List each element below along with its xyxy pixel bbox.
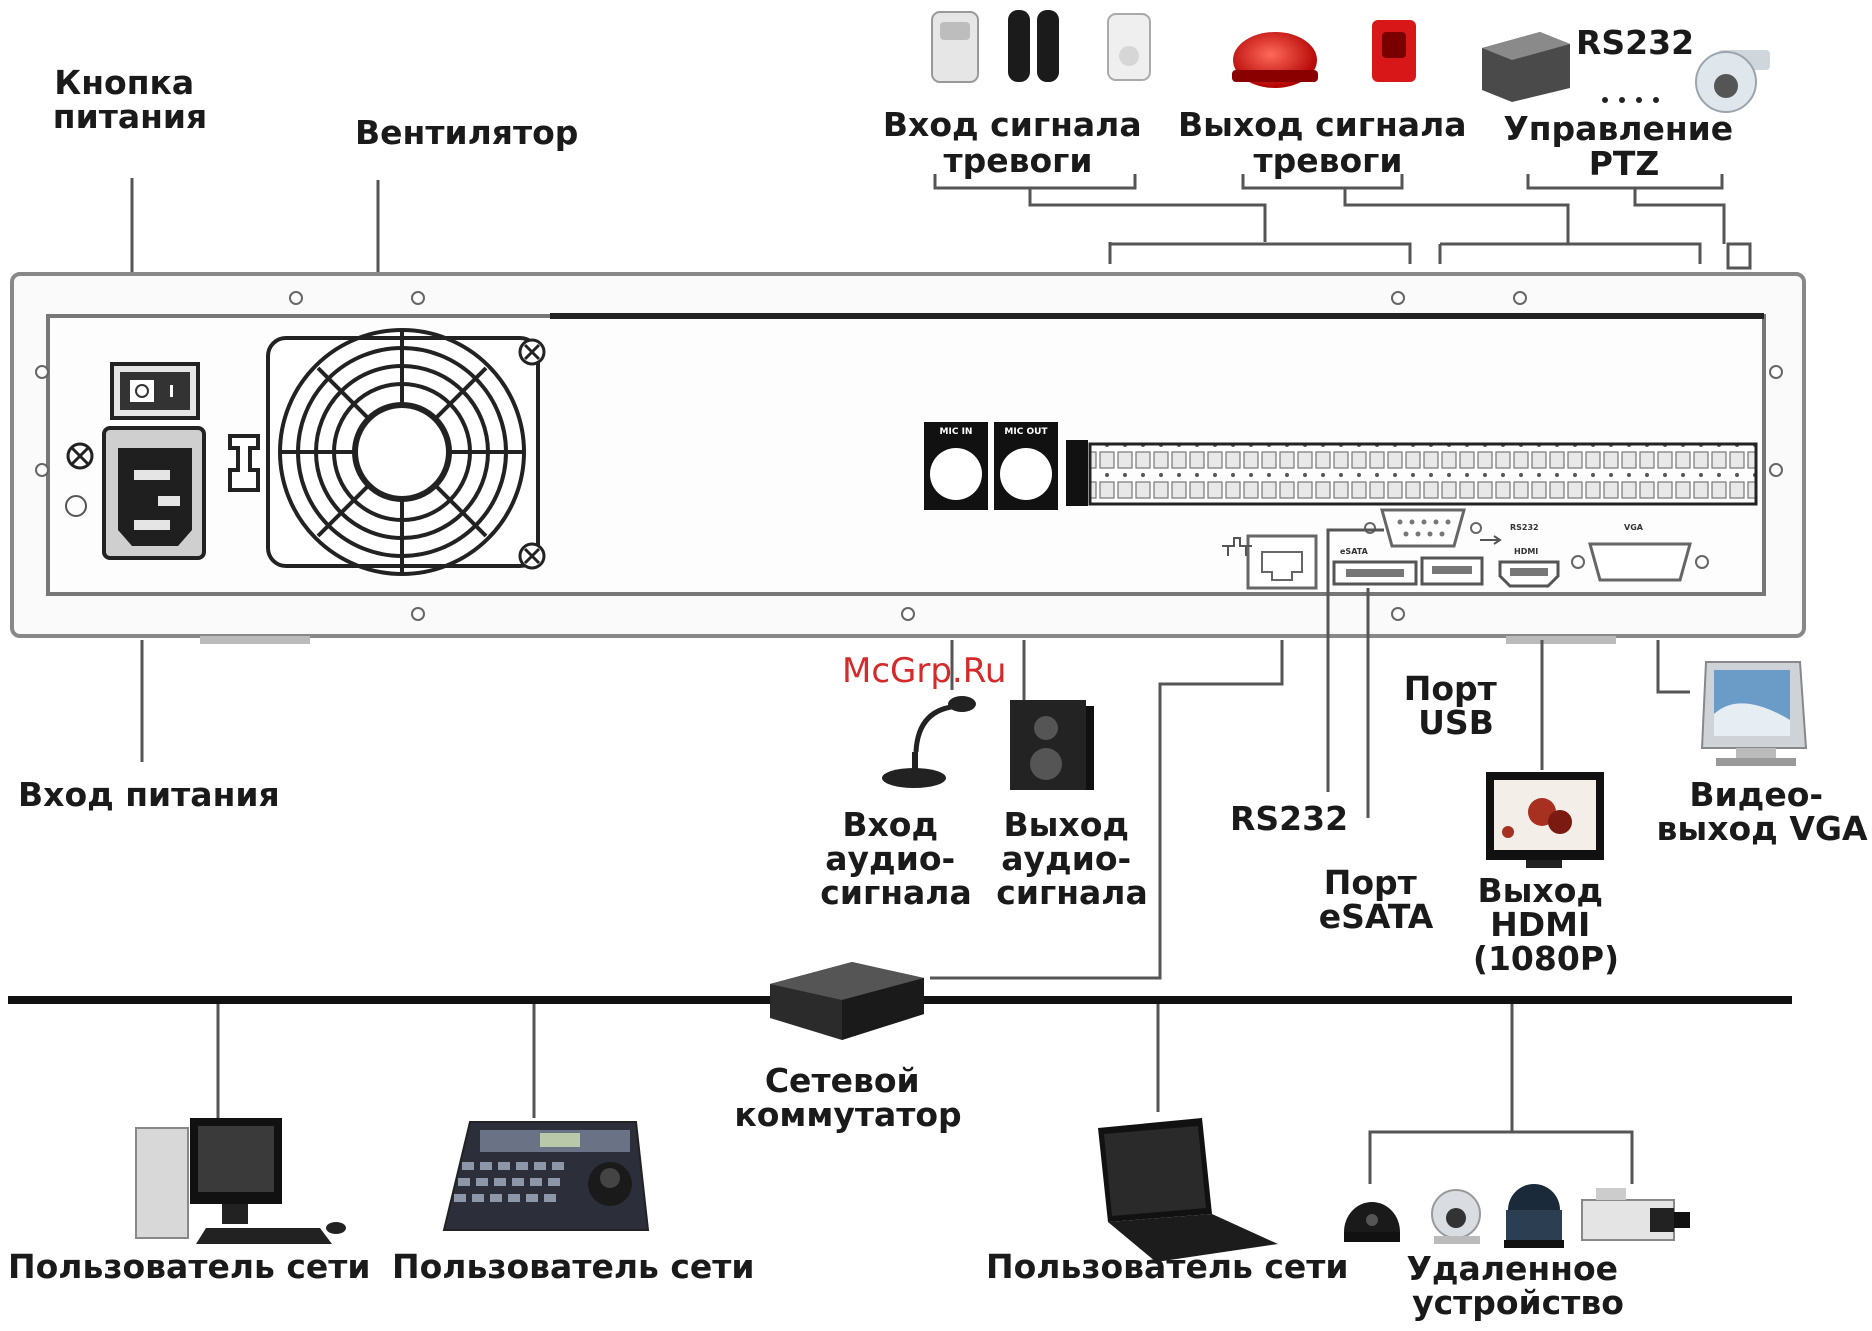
dots-icon (1602, 97, 1659, 103)
lan-port-icon (1222, 534, 1318, 590)
rs232-top-label: RS232 (1576, 23, 1694, 62)
ptz-speed-dome-icon (1695, 50, 1770, 113)
fan-icon (266, 328, 546, 576)
vga-monitor-icon (1700, 661, 1808, 766)
beam-sensor-icon (1008, 10, 1059, 82)
power-switch-icon (110, 362, 200, 420)
network-switch-icon (770, 962, 924, 1040)
siren-icon (1232, 32, 1318, 88)
usb-port-icon (1420, 535, 1502, 586)
microphone-icon (882, 696, 976, 788)
fan-label: Вентилятор (355, 113, 578, 152)
hdmi-port-icon: RS232 HDMI (1498, 523, 1560, 588)
strobe-alarm-icon (1372, 20, 1416, 82)
desktop-pc-icon (135, 1118, 346, 1244)
esata-port-label: Порт eSATA (1319, 863, 1434, 936)
esata-port-icon: eSATA (1332, 547, 1418, 586)
speaker-icon (1010, 700, 1094, 790)
svg-text:MIC IN: MIC IN (940, 427, 973, 437)
pir-sensor-icon (931, 11, 979, 83)
power-input-label: Вход питания (18, 775, 280, 814)
rs232-port-icon (1364, 508, 1482, 548)
glass-break-sensor-icon (1107, 13, 1151, 81)
mic-in-port: MIC IN (924, 422, 988, 510)
hdmi-output-label: Выход HDMI (1080P) (1473, 871, 1619, 978)
usb-port-label: Порт USB (1404, 669, 1509, 742)
network-user-label-2: Пользователь сети (392, 1247, 755, 1286)
svg-text:HDMI: HDMI (1514, 547, 1538, 556)
svg-text:RS232: RS232 (1510, 523, 1539, 532)
vga-output-label: Видео- выход VGA (1657, 775, 1868, 848)
power-inlet-icon (65, 426, 206, 560)
vga-port-icon: VGA (1571, 523, 1709, 582)
watermark: McGrp.Ru (842, 651, 1006, 691)
audio-output-label: Выход аудио- сигнала (996, 805, 1147, 912)
ptz-control-label: Управление PTZ (1503, 109, 1744, 183)
alarm-output-label: Выход сигнала тревоги (1178, 105, 1478, 180)
ptz-decoder-icon (1482, 32, 1570, 102)
mini-dome-camera-icon (1431, 1189, 1481, 1244)
svg-text:VGA: VGA (1624, 523, 1644, 532)
box-camera-icon (1581, 1188, 1690, 1241)
ptz-keyboard-icon (442, 1121, 650, 1231)
audio-input-label: Вход аудио- сигнала (820, 805, 971, 912)
svg-text:eSATA: eSATA (1340, 547, 1369, 556)
bottom-connector-lines (140, 528, 1690, 980)
rs232-bottom-label: RS232 (1230, 799, 1348, 838)
network-switch-label: Сетевой коммутатор (734, 1061, 961, 1134)
laptop-icon (1098, 1118, 1278, 1262)
network-user-label-3: Пользователь сети (986, 1247, 1349, 1286)
power-button-label: Кнопка питания (53, 63, 207, 136)
vandal-dome-camera-icon (1504, 1184, 1564, 1248)
svg-text:MIC OUT: MIC OUT (1004, 427, 1048, 437)
network-drop-lines (216, 1004, 1634, 1184)
alarm-terminal-block (1066, 440, 1758, 506)
fuse-icon (228, 434, 260, 492)
alarm-input-label: Вход сигнала тревоги (883, 105, 1153, 180)
dome-camera-icon (1344, 1202, 1400, 1242)
remote-device-label: Удаленное устройство (1406, 1249, 1629, 1322)
hdmi-tv-icon (1486, 772, 1604, 868)
top-connector-lines (130, 174, 1752, 272)
network-user-label-1: Пользователь сети (8, 1247, 371, 1286)
mic-out-port: MIC OUT (994, 422, 1058, 510)
